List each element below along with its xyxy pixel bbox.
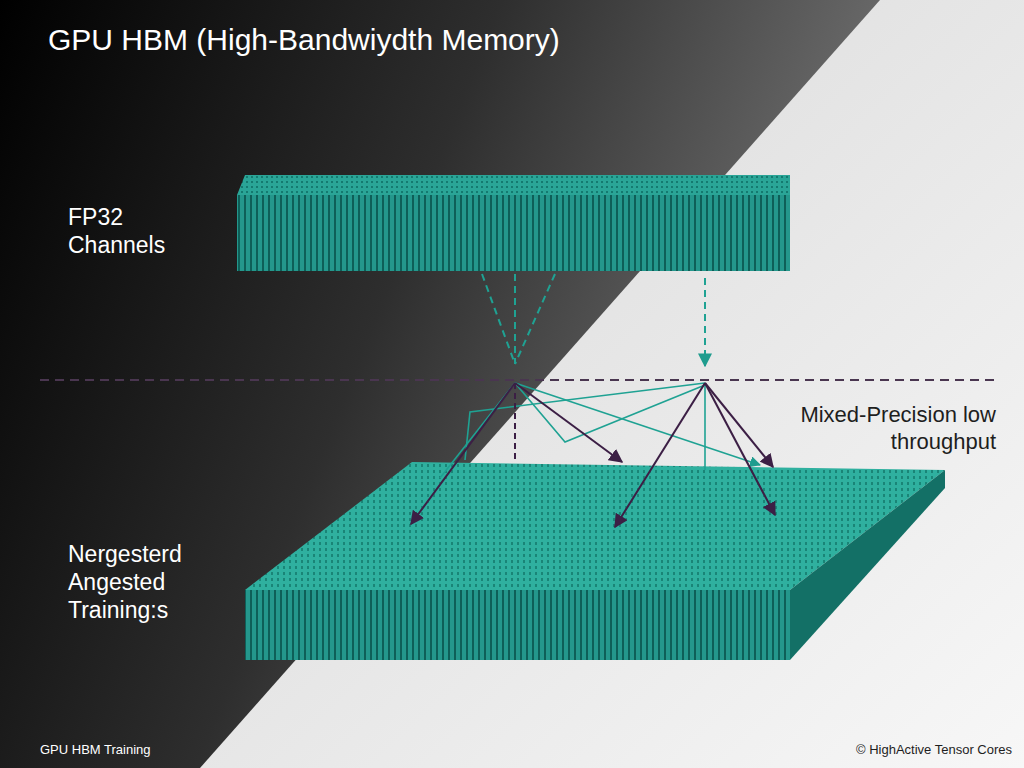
- side-label: Nergesterd Angested Training:s: [68, 540, 208, 624]
- plate-side-face: [790, 470, 945, 660]
- footer-note: © HighActive Tensor Cores: [856, 742, 1012, 758]
- light-ground: [200, 0, 1024, 768]
- precision-arrows: [411, 383, 775, 527]
- divider-line: [40, 379, 1000, 381]
- fp32-slab: [237, 195, 790, 271]
- footer-note: GPU HBM Training: [40, 742, 151, 758]
- channel-lines: [482, 274, 705, 366]
- training-plate: [245, 590, 790, 660]
- slab-top-face: [237, 175, 790, 195]
- side-label: Mixed-Precision low throughput: [796, 402, 996, 456]
- diagram-title: GPU HBM (High-Bandwiydth Memory): [48, 22, 560, 59]
- side-label: FP32 Channels: [68, 203, 208, 259]
